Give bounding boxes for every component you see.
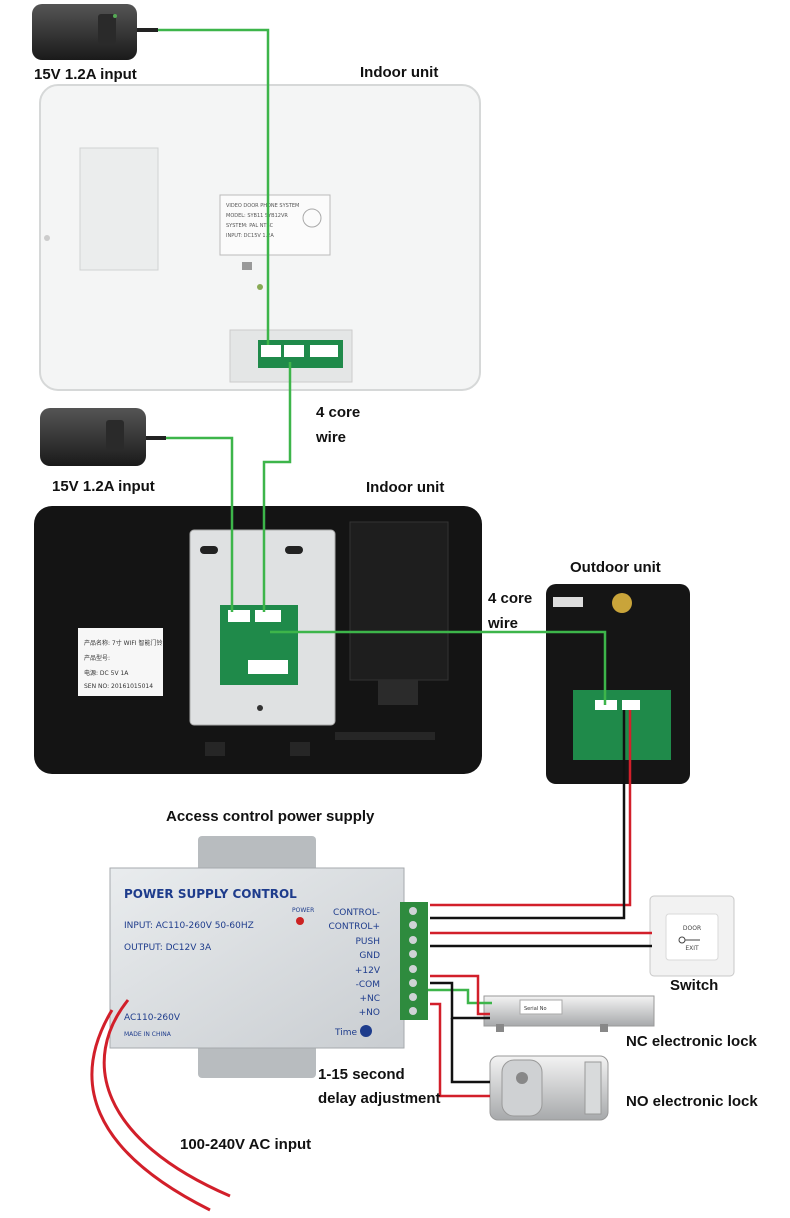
power-adapter-2 <box>40 408 166 466</box>
sticker-line-3: INPUT: DC15V 1.2A <box>226 233 274 239</box>
terminal-label-1: CONTROL+ <box>329 922 381 932</box>
no-lock-label: NO electronic lock <box>626 1093 758 1110</box>
terminal-label-6: +NC <box>359 994 380 1004</box>
switch-label: Switch <box>670 977 719 994</box>
wire-1-label-line1: 4 core <box>316 404 361 421</box>
sticker-line-0: VIDEO DOOR PHONE SYSTEM <box>226 203 299 209</box>
adapter-1-label: 15V 1.2A input <box>34 66 137 83</box>
adapter-2-label: 15V 1.2A input <box>52 478 155 495</box>
sticker2-line-0: 产品名称: 7寸 WIFI 智能门铃 <box>84 639 162 647</box>
terminal-label-4: +12V <box>355 966 381 976</box>
sticker-line-1: MODEL: SYB11 SYB12VR <box>226 213 288 219</box>
no-lock <box>489 1055 609 1121</box>
exit-switch: DOOR EXIT <box>649 895 735 977</box>
power-supply-control: POWER SUPPLY CONTROL INPUT: AC110-260V 5… <box>109 836 428 1078</box>
ac-input-label: 100-240V AC input <box>180 1136 312 1153</box>
psu-ac: AC110-260V <box>124 1013 181 1023</box>
sticker2-line-1: 产品型号: <box>84 654 110 662</box>
time-knob-icon <box>360 1025 372 1037</box>
terminal-label-2: PUSH <box>356 937 381 947</box>
indoor-unit-white: VIDEO DOOR PHONE SYSTEM MODEL: SYB11 SYB… <box>39 84 481 391</box>
wire-2-label-line1: 4 core <box>488 590 533 607</box>
indoor-unit-black: 产品名称: 7寸 WIFI 智能门铃 产品型号: 电源: DC 5V 1A SE… <box>34 506 482 774</box>
indoor-unit-2-label: Indoor unit <box>366 479 445 496</box>
delay-label-line2: delay adjustment <box>318 1090 441 1107</box>
exit-top: DOOR <box>683 925 701 932</box>
nc-lock: Serial No <box>483 995 655 1032</box>
psu-input: INPUT: AC110-260V 50-60HZ <box>124 921 254 931</box>
psu-time: Time <box>334 1028 357 1038</box>
wire-2-label-line2: wire <box>488 615 519 632</box>
psu-made: MADE IN CHINA <box>124 1031 172 1038</box>
power-adapter-1 <box>32 4 158 60</box>
sticker2-line-2: 电源: DC 5V 1A <box>84 669 129 677</box>
delay-label-line1: 1-15 second <box>318 1066 405 1083</box>
terminal-label-7: +NO <box>359 1008 380 1018</box>
terminal-label-3: GND <box>359 951 380 961</box>
exit-bottom: EXIT <box>685 945 699 952</box>
wires <box>90 28 652 1212</box>
outdoor-unit-label: Outdoor unit <box>570 559 661 576</box>
sticker-line-2: SYSTEM: PAL NTSC <box>226 223 274 229</box>
wire-1-label-line2: wire <box>316 429 347 446</box>
nc-plate: Serial No <box>524 1006 547 1012</box>
sticker2-line-3: SEN NO: 20161015014 <box>84 683 153 690</box>
nc-lock-label: NC electronic lock <box>626 1033 757 1050</box>
terminal-label-0: CONTROL- <box>333 908 380 918</box>
psu-title-label: Access control power supply <box>166 808 375 825</box>
power-led-icon <box>296 917 304 925</box>
psu-power: POWER <box>292 907 314 914</box>
indoor-unit-1-label: Indoor unit <box>360 64 439 81</box>
terminal-label-5: -COM <box>356 980 380 990</box>
psu-output: OUTPUT: DC12V 3A <box>124 943 212 953</box>
outdoor-unit <box>546 584 690 784</box>
psu-header: POWER SUPPLY CONTROL <box>124 887 297 901</box>
